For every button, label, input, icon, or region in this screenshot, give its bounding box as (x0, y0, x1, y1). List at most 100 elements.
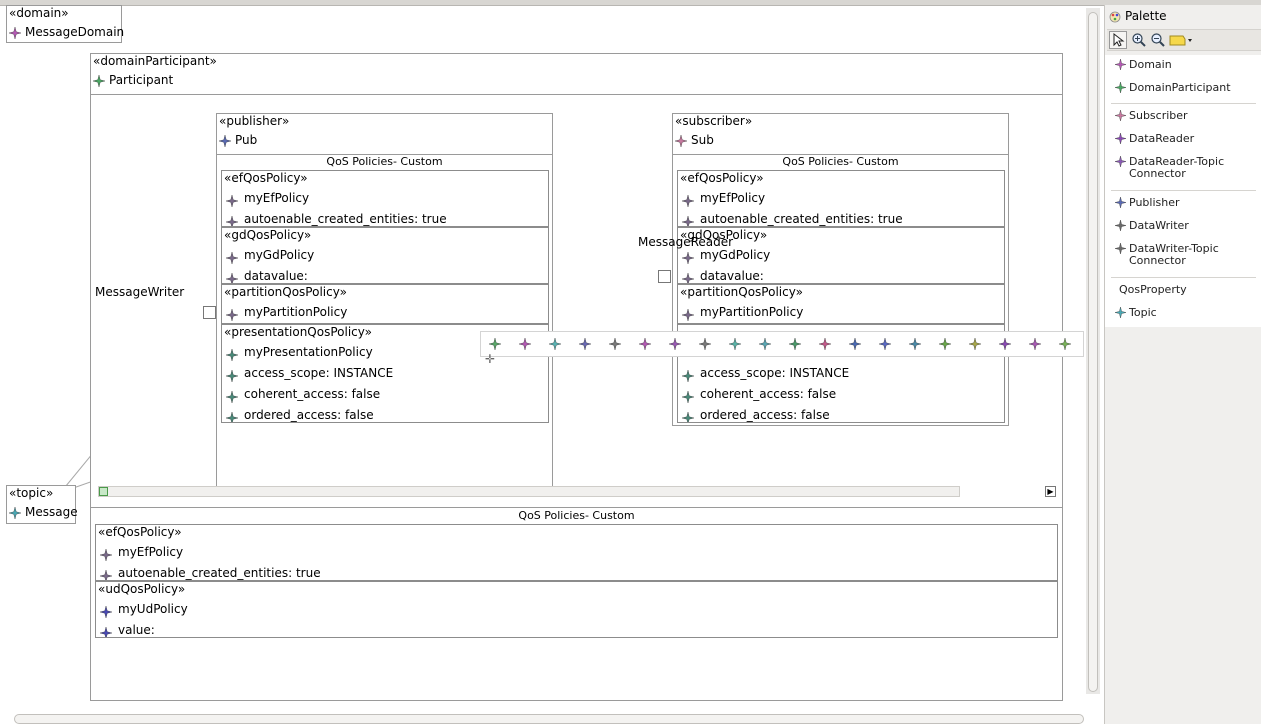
palette-item[interactable]: DataWriter-Topic Connector (1114, 242, 1239, 267)
popup-add-element-icon[interactable] (758, 337, 789, 353)
popup-add-element-icon[interactable] (698, 337, 729, 353)
sub-ef-policy[interactable]: «efQosPolicy» myEfPolicy autoenable_crea… (677, 170, 1005, 227)
pub-ef-item-label: myEfPolicy (244, 191, 310, 205)
palette-item-label: Domain (1129, 58, 1172, 71)
popup-add-element-icon[interactable] (578, 337, 609, 353)
palette-separator (1111, 277, 1256, 278)
zoom-in-icon[interactable] (1131, 32, 1147, 51)
subscriber-name: Sub (691, 133, 714, 147)
property-icon (681, 307, 695, 321)
cursor-crosshair-icon: ✛ (485, 352, 496, 366)
zoom-out-icon[interactable] (1150, 32, 1166, 51)
participant-hscrollbar[interactable] (98, 486, 960, 497)
popup-add-element-icon[interactable] (968, 337, 999, 353)
popup-add-element-icon[interactable] (998, 337, 1029, 353)
property-icon (225, 214, 239, 226)
horizontal-scrollbar[interactable] (14, 714, 1084, 724)
popup-add-element-icon[interactable] (668, 337, 699, 353)
popup-add-element-icon[interactable] (908, 337, 939, 353)
note-tool-icon[interactable] (1169, 34, 1193, 49)
popup-add-element-icon[interactable] (938, 337, 969, 353)
popup-add-element-icon[interactable] (608, 337, 639, 353)
palette-item[interactable]: DataWriter (1114, 220, 1189, 232)
palette-header[interactable]: Palette (1109, 9, 1167, 23)
palette-item[interactable]: DataReader-Topic Connector (1114, 156, 1239, 180)
pub-gd-item-label: datavalue: (244, 269, 308, 283)
participant-divider (91, 94, 1062, 95)
pub-partition-policy[interactable]: «partitionQosPolicy» myPartitionPolicy (221, 284, 549, 324)
sub-ef-item-label: myEfPolicy (700, 191, 766, 205)
sub-gd-policy[interactable]: «gdQosPolicy» myGdPolicy datavalue: (677, 227, 1005, 284)
palette-item[interactable]: DomainParticipant (1114, 82, 1231, 94)
participant-ef-policy[interactable]: «efQosPolicy» myEfPolicy autoenable_crea… (95, 524, 1058, 581)
sub-partition-stereotype: «partitionQosPolicy» (680, 285, 803, 299)
pub-ef-item: autoenable_created_entities: true (222, 209, 548, 226)
palette-item[interactable]: Domain (1114, 58, 1172, 71)
participant-ud-item: value: (96, 620, 1057, 637)
participant-ud-policy[interactable]: «udQosPolicy» myUdPolicy value: (95, 581, 1058, 638)
property-icon (225, 410, 239, 422)
scroll-right-arrow-icon[interactable]: ▶ (1045, 486, 1056, 497)
subscriber-box[interactable]: «subscriber» Sub QoS Policies- Custom «e… (672, 113, 1009, 426)
popup-add-element-icon[interactable] (518, 337, 549, 353)
popup-add-element-icon[interactable] (548, 337, 579, 353)
pub-presentation-item: ordered_access: false (222, 405, 548, 422)
publisher-name: Pub (235, 133, 258, 147)
topic-box[interactable]: «topic» Message (6, 485, 78, 524)
palette-item[interactable]: QosProperty (1119, 284, 1187, 296)
message-reader-port[interactable] (658, 270, 671, 283)
subscriber-name-row: Sub (674, 133, 714, 147)
scroll-thumb-icon[interactable] (99, 487, 108, 496)
property-icon (99, 604, 113, 618)
popup-add-element-icon[interactable] (1058, 337, 1089, 353)
sub-presentation-item: access_scope: INSTANCE (678, 363, 1004, 383)
select-tool-icon[interactable] (1109, 31, 1127, 49)
palette-item-star-icon (1114, 132, 1127, 147)
property-icon (225, 250, 239, 264)
participant-qos-divider (91, 507, 1062, 508)
sub-presentation-item: coherent_access: false (678, 384, 1004, 404)
popup-add-element-icon[interactable] (818, 337, 849, 353)
palette-item[interactable]: Topic (1114, 306, 1157, 319)
pub-ef-policy[interactable]: «efQosPolicy» myEfPolicy autoenable_crea… (221, 170, 549, 227)
popup-add-element-icon[interactable] (878, 337, 909, 353)
popup-add-element-icon[interactable] (728, 337, 759, 353)
palette-item[interactable]: DataReader (1114, 133, 1194, 145)
palette-item-star-icon (1114, 306, 1127, 321)
sub-ef-item: myEfPolicy (678, 188, 1004, 208)
palette-item-label: Topic (1129, 306, 1157, 319)
popup-add-element-icon[interactable] (788, 337, 819, 353)
popup-add-element-icon[interactable] (638, 337, 669, 353)
pub-gd-policy[interactable]: «gdQosPolicy» myGdPolicy datavalue: (221, 227, 549, 284)
vertical-scrollbar-thumb[interactable] (1088, 12, 1098, 692)
sub-gd-item-label: myGdPolicy (700, 248, 771, 262)
palette-item[interactable]: Subscriber (1114, 109, 1188, 122)
sub-partition-policy[interactable]: «partitionQosPolicy» myPartitionPolicy (677, 284, 1005, 324)
sub-gd-item: myGdPolicy (678, 245, 1004, 265)
property-icon (225, 368, 239, 382)
palette-item-star-icon (1114, 109, 1127, 124)
popup-add-element-icon[interactable] (488, 337, 519, 353)
sub-presentation-item-label: ordered_access: false (700, 408, 830, 422)
property-icon (225, 193, 239, 207)
sub-ef-stereotype: «efQosPolicy» (680, 171, 764, 185)
pub-presentation-item: coherent_access: false (222, 384, 548, 404)
topic-name-row: Message (8, 505, 78, 519)
publisher-box[interactable]: «publisher» Pub QoS Policies- Custom «ef… (216, 113, 553, 497)
participant-ud-item: myUdPolicy (96, 599, 1057, 619)
domain-box[interactable]: «domain» MessageDomain (6, 5, 124, 43)
popup-add-element-icon[interactable] (848, 337, 879, 353)
property-icon (681, 389, 695, 403)
palette-item-label: Subscriber (1129, 109, 1188, 122)
pub-gd-item: myGdPolicy (222, 245, 548, 265)
popup-add-element-icon[interactable] (1028, 337, 1059, 353)
palette-item-label: DataWriter-Topic Connector (1129, 242, 1219, 267)
sub-gd-item-label: datavalue: (700, 269, 764, 283)
message-writer-port[interactable] (203, 306, 216, 319)
palette-toolbar (1107, 29, 1261, 51)
popup-icon-list (488, 337, 1089, 353)
pub-presentation-item-label: coherent_access: false (244, 387, 381, 401)
palette-item-star-icon (1114, 242, 1127, 257)
palette-item[interactable]: Publisher (1114, 197, 1180, 209)
